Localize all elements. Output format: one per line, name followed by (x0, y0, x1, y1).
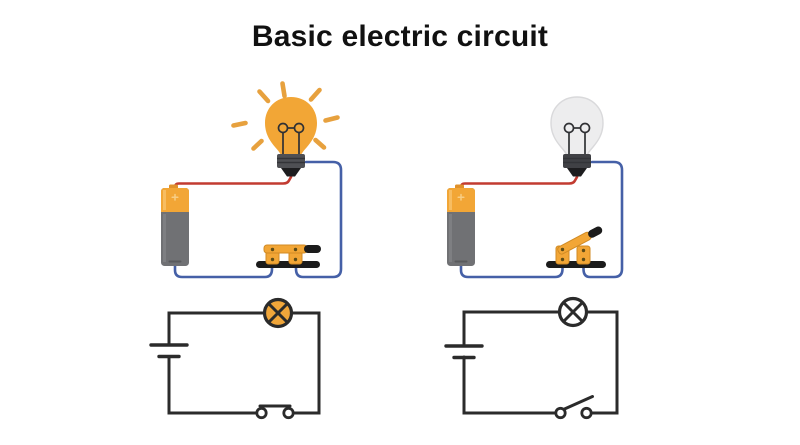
battery-symbol (444, 344, 484, 360)
lamp-symbol-on (262, 297, 294, 329)
battery-symbol (149, 343, 189, 359)
lit-bulb (231, 81, 340, 177)
closed-switch (256, 244, 321, 268)
blue-wire-right-battery-to-switch (459, 260, 564, 279)
open-circuit-schematic (444, 296, 619, 420)
switch-lever-open (557, 226, 603, 255)
plus-terminal-icon (171, 193, 179, 201)
blue-wire-left-battery-to-switch (173, 260, 274, 279)
battery-left (161, 184, 189, 266)
filament-icon (277, 122, 305, 156)
bulb-glass-on (265, 97, 317, 157)
blue-wire-left-bulb-to-switch (294, 160, 343, 279)
page-title: Basic electric circuit (251, 20, 549, 53)
closed-circuit-illustration (161, 81, 343, 279)
open-switch (546, 226, 606, 268)
filament-icon (563, 122, 591, 156)
bulb-base (563, 154, 591, 168)
open-switch-symbol (554, 395, 594, 420)
lamp-symbol-off (557, 296, 589, 328)
red-wire-left (173, 175, 293, 193)
red-wire-right (459, 175, 579, 193)
closed-switch-symbol (255, 404, 295, 420)
bulb-glass-off (550, 96, 604, 158)
closed-circuit-schematic (149, 297, 321, 420)
unlit-bulb (550, 96, 604, 177)
bulb-base (277, 154, 305, 168)
switch-handle (304, 245, 321, 253)
battery-right (447, 184, 475, 266)
open-circuit-illustration (447, 96, 624, 279)
switch-handle (588, 226, 603, 238)
bulb-tip (281, 168, 301, 177)
switch-lever-closed (263, 244, 308, 254)
blue-wire-right-bulb-to-switch (582, 160, 624, 279)
bulb-tip (567, 168, 587, 177)
plus-terminal-icon (457, 193, 465, 201)
light-rays-icon (231, 81, 340, 151)
